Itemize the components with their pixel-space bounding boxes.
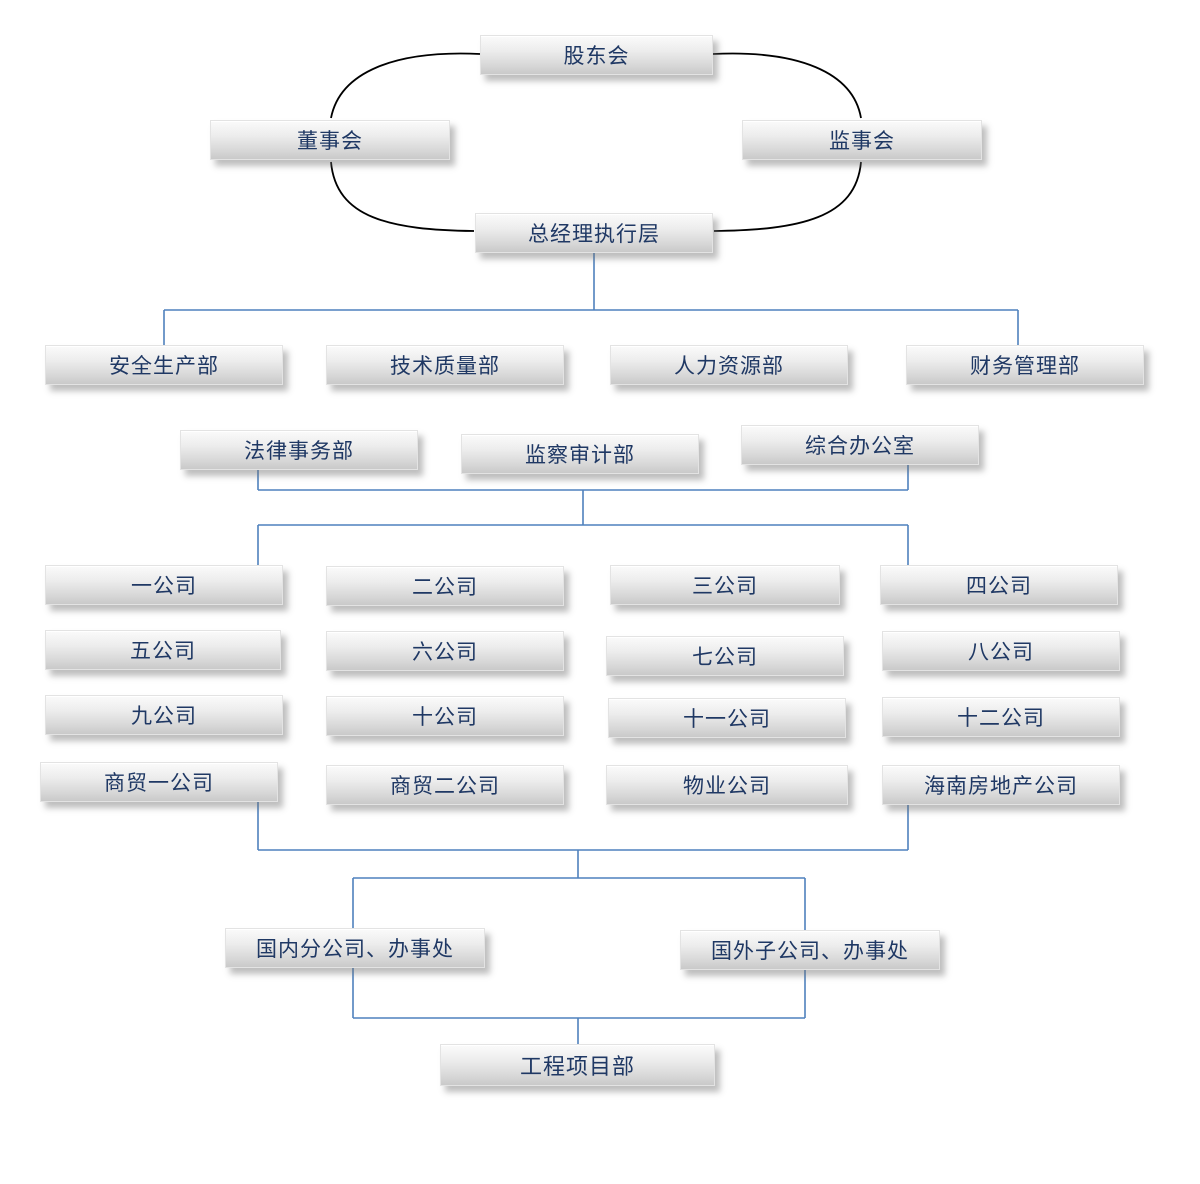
- companies-to-branches: [257, 802, 909, 930]
- node-company-9: 九公司: [45, 695, 283, 735]
- node-board: 董事会: [210, 120, 450, 160]
- node-company-11: 十一公司: [608, 698, 846, 738]
- node-audit-dept: 监察审计部: [461, 434, 699, 474]
- node-company-2: 二公司: [326, 566, 564, 606]
- node-executive: 总经理执行层: [475, 213, 713, 253]
- node-overseas-subsidiaries: 国外子公司、办事处: [680, 930, 940, 970]
- departments-to-companies: [257, 465, 909, 565]
- branches-to-project: [352, 968, 806, 1044]
- node-project-dept: 工程项目部: [440, 1044, 715, 1086]
- node-company-4: 四公司: [880, 565, 1118, 605]
- curve-shareholders-board: [330, 52, 481, 119]
- node-domestic-branches: 国内分公司、办事处: [225, 928, 485, 968]
- node-company-7: 七公司: [606, 636, 844, 676]
- curve-board-executive: [330, 161, 475, 232]
- node-company-5: 五公司: [45, 630, 281, 670]
- node-company-1: 一公司: [45, 565, 283, 605]
- executive-to-departments: [163, 253, 1019, 345]
- node-supervisory: 监事会: [742, 120, 982, 160]
- node-company-10: 十公司: [326, 696, 564, 736]
- node-shareholders: 股东会: [480, 35, 713, 75]
- node-trade-company-2: 商贸二公司: [326, 765, 564, 805]
- node-hainan-realestate: 海南房地产公司: [882, 765, 1120, 805]
- node-general-office: 综合办公室: [741, 425, 979, 465]
- node-finance-dept: 财务管理部: [906, 345, 1144, 385]
- node-company-8: 八公司: [882, 631, 1120, 671]
- node-trade-company-1: 商贸一公司: [40, 762, 278, 802]
- node-company-12: 十二公司: [882, 697, 1120, 737]
- node-quality-dept: 技术质量部: [326, 345, 564, 385]
- node-property-company: 物业公司: [606, 765, 848, 805]
- curve-supervisory-executive: [713, 161, 862, 232]
- node-company-3: 三公司: [610, 565, 840, 605]
- node-legal-dept: 法律事务部: [180, 430, 418, 470]
- node-hr-dept: 人力资源部: [610, 345, 848, 385]
- node-company-6: 六公司: [326, 631, 564, 671]
- curve-shareholders-supervisory: [712, 52, 862, 119]
- node-safety-dept: 安全生产部: [45, 345, 283, 385]
